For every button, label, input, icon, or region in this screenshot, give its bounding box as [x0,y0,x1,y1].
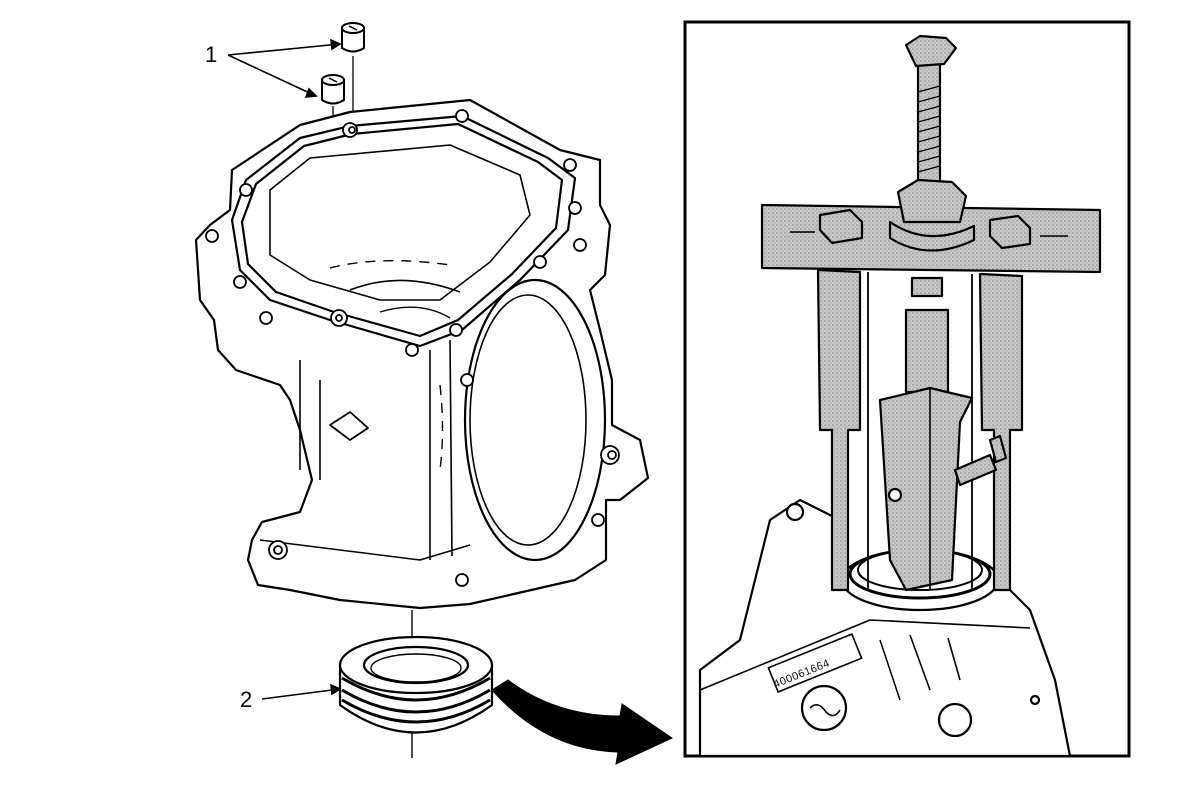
callout-label-1: 1 [205,42,218,67]
seal-puller-tool [760,34,1102,592]
dowel-pin-upper [341,22,365,53]
dowel-pin-lower [321,74,345,105]
output-shaft-seal [338,635,494,734]
part-number-stamp [767,633,863,693]
transfer-case-housing [194,98,650,610]
detail-arrow [491,679,674,765]
callout-1-leader [227,38,342,98]
callout-label-2: 2 [240,687,253,712]
callout-2-leader [261,683,342,700]
